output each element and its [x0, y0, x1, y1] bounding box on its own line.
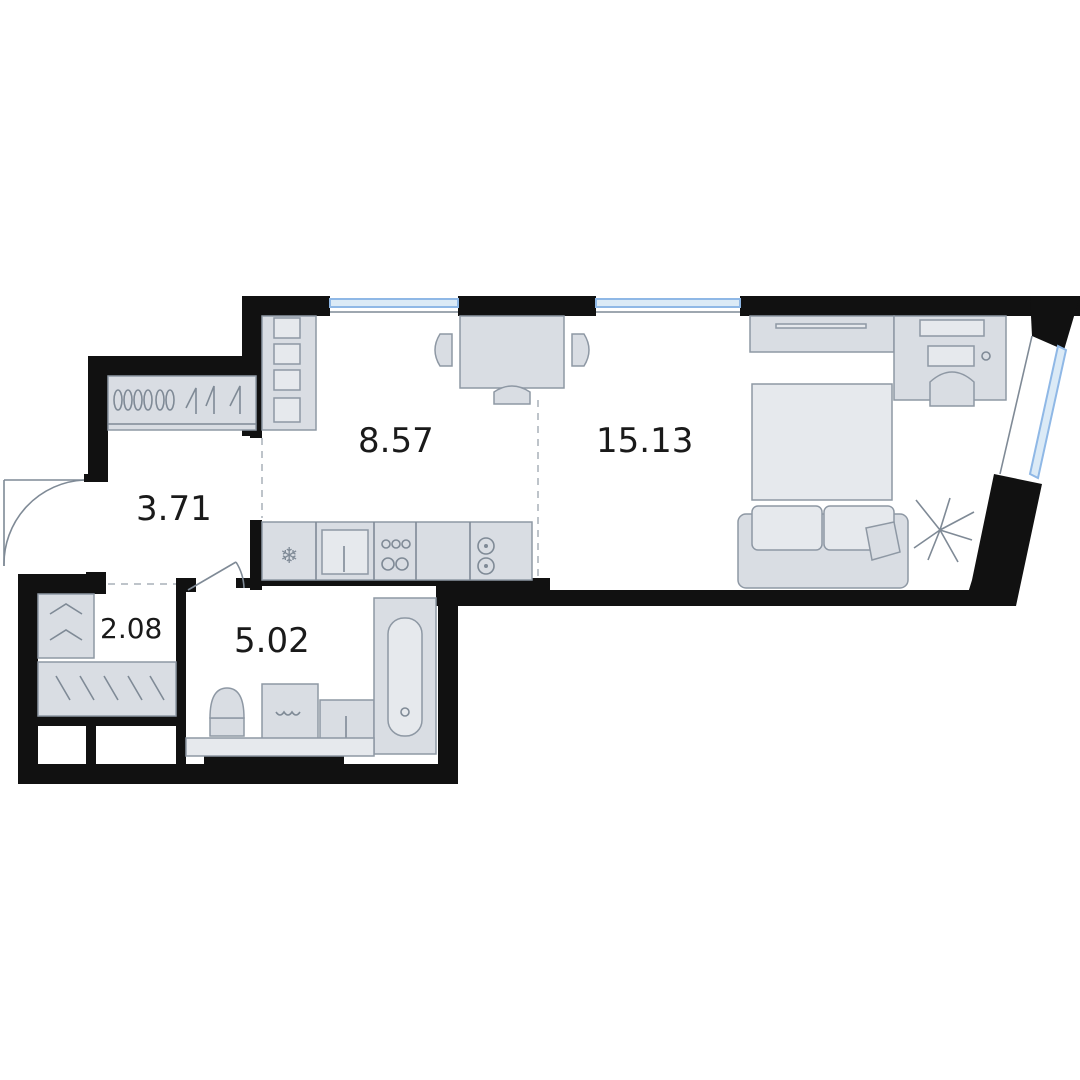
living-room-area-label: 15.13: [596, 421, 693, 461]
desk: [893, 315, 1007, 407]
stove-icon: [381, 539, 411, 571]
washing-machine-icon: [261, 683, 319, 741]
hall-closet: [107, 375, 257, 431]
sink-icon: [321, 529, 369, 575]
kitchen-shelves: [261, 315, 317, 431]
svg-text:❄: ❄: [280, 544, 298, 569]
bathroom-area-label: 5.02: [234, 621, 310, 661]
monitor-icon: [919, 319, 985, 337]
bed: [751, 383, 893, 501]
wardrobe-area-label: 2.08: [100, 612, 162, 645]
bathtub-icon: [373, 597, 437, 755]
shoes-icon: [113, 389, 175, 411]
kitchen-area-label: 8.57: [358, 421, 434, 461]
bathroom-counter: [185, 737, 375, 757]
windows: [329, 298, 1068, 480]
kitchen-counter: ❄: [261, 521, 533, 581]
entrance-door: [3, 479, 85, 567]
keyboard-icon: [927, 345, 975, 367]
tv-stand: [749, 315, 895, 353]
plant-icon: [913, 497, 975, 563]
area-labels: 8.57 15.13 3.71 2.08 5.02: [100, 421, 693, 661]
bath-sink-icon: [319, 699, 375, 741]
bathroom-door: [187, 561, 245, 591]
wardrobe-shelving: [37, 593, 177, 717]
toilet-icon: [209, 687, 245, 737]
walls: [18, 296, 1080, 784]
dining-table: [434, 315, 590, 405]
room-separators: [108, 400, 539, 585]
sofa: [737, 505, 909, 589]
hood-icon: [477, 537, 495, 575]
hallway-area-label: 3.71: [136, 489, 212, 529]
fridge-icon: ❄: [280, 544, 298, 569]
hanger-icon: [185, 385, 241, 414]
